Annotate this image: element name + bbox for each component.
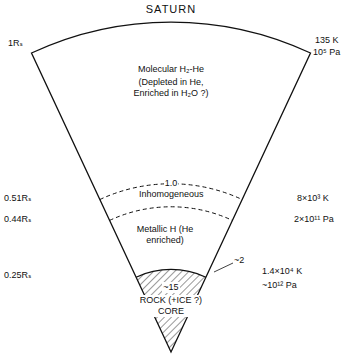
- region-text: Metallic H (He enriched): [132, 224, 198, 246]
- boundary-label: 0.25Rₛ: [4, 270, 31, 281]
- boundary-label: 0.51Rₛ: [4, 193, 31, 204]
- boundary-044: [110, 207, 233, 221]
- boundary-label: 0.44Rₛ: [4, 214, 31, 225]
- boundary-label: 1.4×10⁴ K: [262, 266, 302, 277]
- core-boundary: [136, 269, 206, 277]
- boundary-label: 1Rₛ: [8, 38, 23, 49]
- inhomogeneous-band: Inhomogeneous: [137, 189, 206, 200]
- region-text: (Depleted in He, Enriched in H₂O ?): [121, 77, 221, 99]
- boundary-label: 2×10¹¹ Pa: [294, 214, 334, 225]
- region-text: Molecular H₂-He: [138, 64, 204, 75]
- region-text: Inhomogeneous: [139, 189, 204, 200]
- diagram-title: SATURN: [146, 3, 196, 16]
- boundary-label: 10⁵ Pa: [313, 47, 340, 58]
- leader-line: [214, 263, 233, 272]
- metallic-region: Metallic H (He enriched): [130, 224, 200, 246]
- boundary-label: 135 K: [315, 35, 339, 46]
- boundary-label: 8×10³ K: [297, 193, 329, 204]
- core-region: ~15ROCK (+ICE ?) CORE: [133, 282, 209, 317]
- wedge-outline: [32, 22, 311, 352]
- molecular-region: Molecular H₂-He (Depleted in He, Enriched…: [119, 64, 223, 99]
- region-text: ~15: [162, 282, 179, 293]
- boundary-label: ~2: [234, 255, 244, 266]
- boundary-label: 1.0: [164, 178, 179, 189]
- region-text: ROCK (+ICE ?) CORE: [134, 295, 208, 317]
- boundary-label: ~10¹² Pa: [262, 280, 297, 291]
